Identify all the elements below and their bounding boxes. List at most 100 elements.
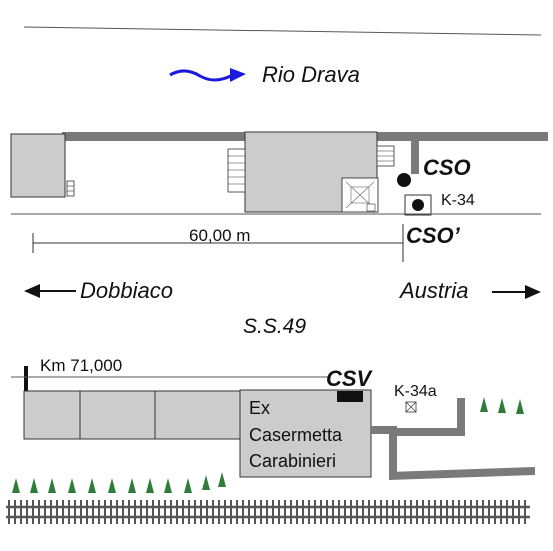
railway-tie (368, 500, 370, 524)
railway-tie (362, 500, 364, 524)
railway-tie (68, 500, 70, 524)
railway-tie (248, 500, 250, 524)
tree-icon (202, 475, 210, 490)
railway-tie (428, 500, 430, 524)
railway-tie (8, 500, 10, 524)
railway-tie (122, 500, 124, 524)
railway-tie (464, 500, 466, 524)
railway-tie (104, 500, 106, 524)
railway-tie (440, 500, 442, 524)
railway-tie (242, 500, 244, 524)
railway-tie (410, 500, 412, 524)
building-upper-left (10, 133, 66, 198)
tree-icons-bottom (12, 472, 226, 493)
railway-tie (194, 500, 196, 524)
railway-tie (38, 500, 40, 524)
river-label: Rio Drava (262, 62, 360, 87)
stairs-right-icon (376, 145, 395, 167)
railway-tie (488, 500, 490, 524)
railway-tie (524, 500, 526, 524)
river-flow-arrow (169, 68, 246, 82)
railway-tie (452, 500, 454, 524)
railway-tie (128, 500, 130, 524)
railway-tie (74, 500, 76, 524)
railway-tie (518, 500, 520, 524)
direction-east-label: Austria (398, 278, 468, 303)
direction-west-label: Dobbiaco (80, 278, 173, 303)
cso-prime-label: CSO’ (406, 223, 461, 248)
railway-tie (482, 500, 484, 524)
railway-tie (218, 500, 220, 524)
railway-tie (458, 500, 460, 524)
railway-tie (224, 500, 226, 524)
railway-tie (308, 500, 310, 524)
railway-tie (50, 500, 52, 524)
tree-icon (88, 478, 96, 493)
railway-track (6, 500, 530, 524)
railway-tie (182, 500, 184, 524)
railway-tie (14, 500, 16, 524)
railway-tie (272, 500, 274, 524)
railway-tie (398, 500, 400, 524)
railway-tie (446, 500, 448, 524)
railway-tie (62, 500, 64, 524)
railway-tie (164, 500, 166, 524)
railway-tie (32, 500, 34, 524)
railway-tie (188, 500, 190, 524)
tree-icon (12, 478, 20, 493)
railway-tie (44, 500, 46, 524)
railway-tie (290, 500, 292, 524)
railway-tie (500, 500, 502, 524)
stairs-left-icon (227, 148, 246, 193)
railway-tie (470, 500, 472, 524)
railway-tie (320, 500, 322, 524)
river-bank-line (23, 26, 542, 36)
railway-tie (374, 500, 376, 524)
tree-icon (108, 478, 116, 493)
railway-tie (56, 500, 58, 524)
railway-tie (416, 500, 418, 524)
railway-tie (26, 500, 28, 524)
k34-label: K-34 (441, 192, 475, 209)
cso-point-icon (397, 173, 411, 187)
railway-tie (206, 500, 208, 524)
lower-right-wall (371, 398, 535, 480)
csv-marker (337, 391, 363, 402)
railway-tie (338, 500, 340, 524)
km-marker-post (24, 366, 28, 392)
railway-tie (284, 500, 286, 524)
railway-tie (332, 500, 334, 524)
building-row-lower (23, 390, 241, 440)
railway-tie (140, 500, 142, 524)
railway-tie (302, 500, 304, 524)
tree-icon (164, 478, 172, 493)
railway-tie (494, 500, 496, 524)
railway-tie (254, 500, 256, 524)
railway-tie (200, 500, 202, 524)
tree-icon (68, 478, 76, 493)
railway-tie (86, 500, 88, 524)
railway-tie (356, 500, 358, 524)
railway-tie (236, 500, 238, 524)
railway-tie (392, 500, 394, 524)
railway-tie (158, 500, 160, 524)
step-icon (66, 180, 75, 197)
railway-tie (326, 500, 328, 524)
csv-label: CSV (326, 366, 374, 391)
k34a-box-icon (405, 401, 417, 413)
tree-icon (48, 478, 56, 493)
k34a-label: K-34a (394, 383, 437, 400)
railway-tie (422, 500, 424, 524)
railway-tie (344, 500, 346, 524)
tree-icon (218, 472, 226, 487)
upper-wall-drop (411, 138, 419, 174)
railway-tie (512, 500, 514, 524)
railway-tie (296, 500, 298, 524)
railway-tie (314, 500, 316, 524)
railway-tie (476, 500, 478, 524)
building-label-line2: Casermetta (249, 425, 343, 445)
railway-tie (230, 500, 232, 524)
railway-tie (152, 500, 154, 524)
railway-tie (386, 500, 388, 524)
